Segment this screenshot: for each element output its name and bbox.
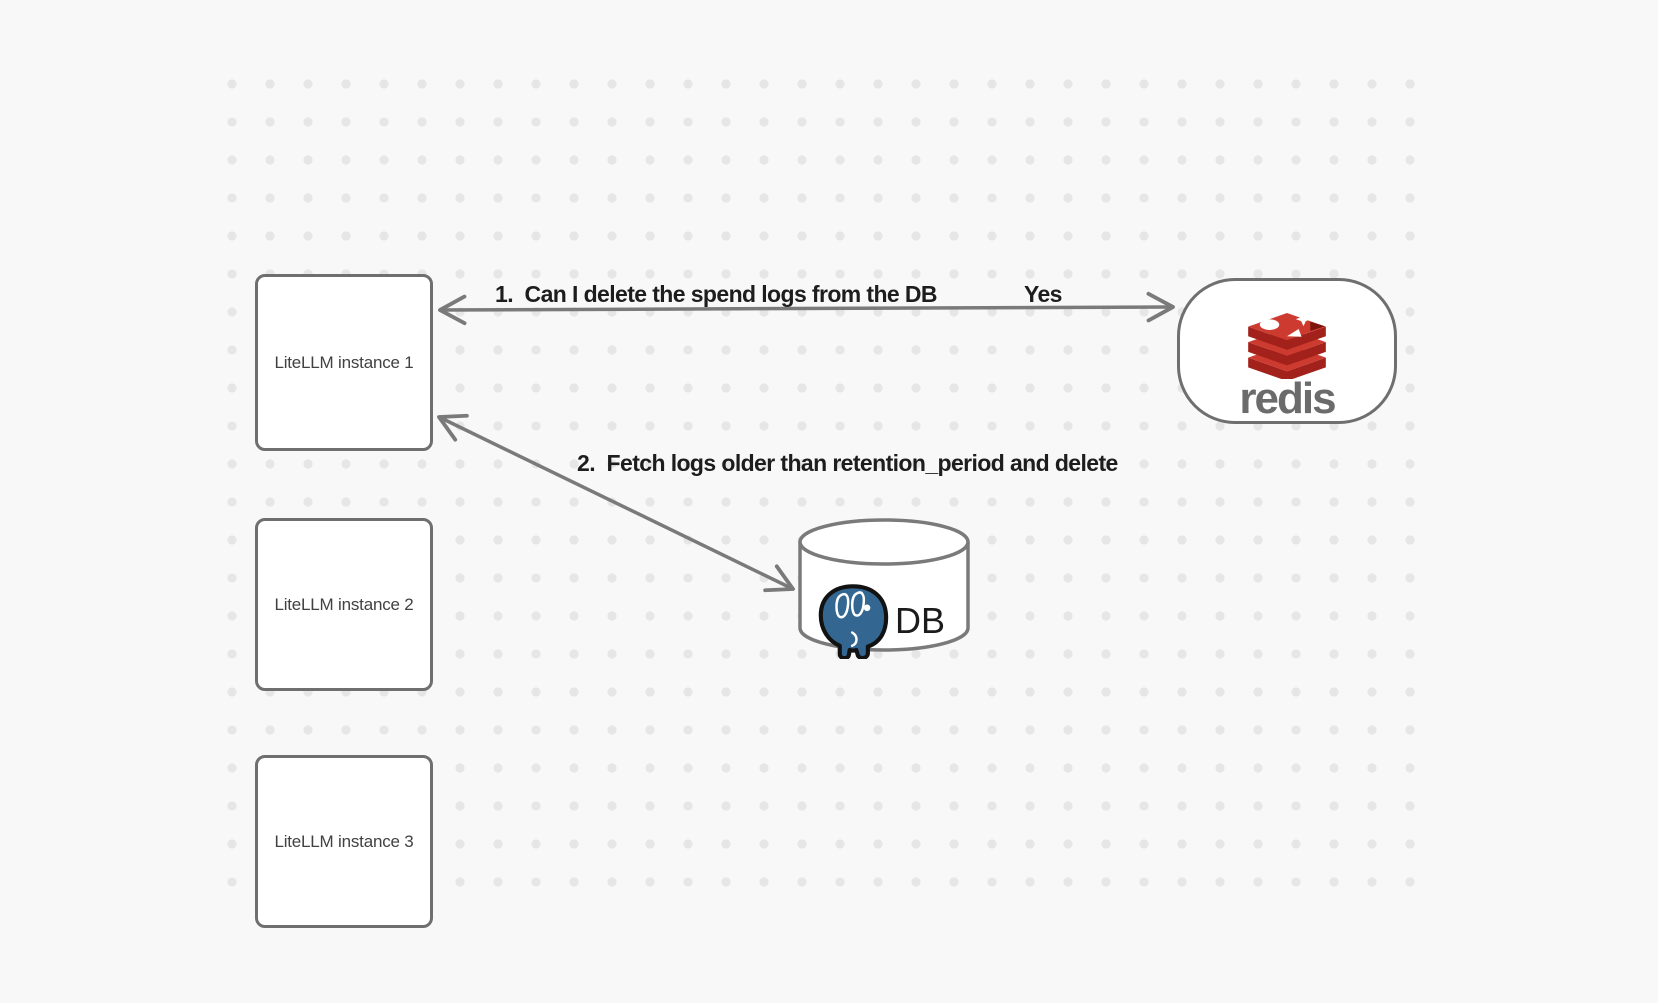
db-label: DB	[895, 600, 946, 641]
node-redis[interactable]: redis	[1177, 278, 1397, 424]
node-label-instance-2: LiteLLM instance 2	[274, 594, 414, 614]
redis-logo-icon	[1248, 313, 1326, 379]
node-label-instance-1: LiteLLM instance 1	[274, 352, 414, 372]
edge-label-yes[interactable]: Yes	[1024, 281, 1062, 307]
edge-label-redis-question[interactable]: 1. Can I delete the spend logs from the …	[495, 281, 938, 307]
arrow-redis-question[interactable]	[438, 291, 1175, 326]
node-litellm-instance-3[interactable]: LiteLLM instance 3	[255, 755, 433, 928]
node-label-instance-3: LiteLLM instance 3	[274, 831, 414, 851]
postgresql-logo-icon	[818, 584, 889, 659]
redis-wordmark: redis	[1239, 374, 1336, 423]
edge-label-db-action[interactable]: 2. Fetch logs older than retention_perio…	[577, 450, 1118, 476]
node-litellm-instance-2[interactable]: LiteLLM instance 2	[255, 518, 433, 691]
database-content: DB	[812, 582, 945, 660]
node-litellm-instance-1[interactable]: LiteLLM instance 1	[255, 274, 433, 451]
arrow-db-action[interactable]	[437, 413, 795, 593]
